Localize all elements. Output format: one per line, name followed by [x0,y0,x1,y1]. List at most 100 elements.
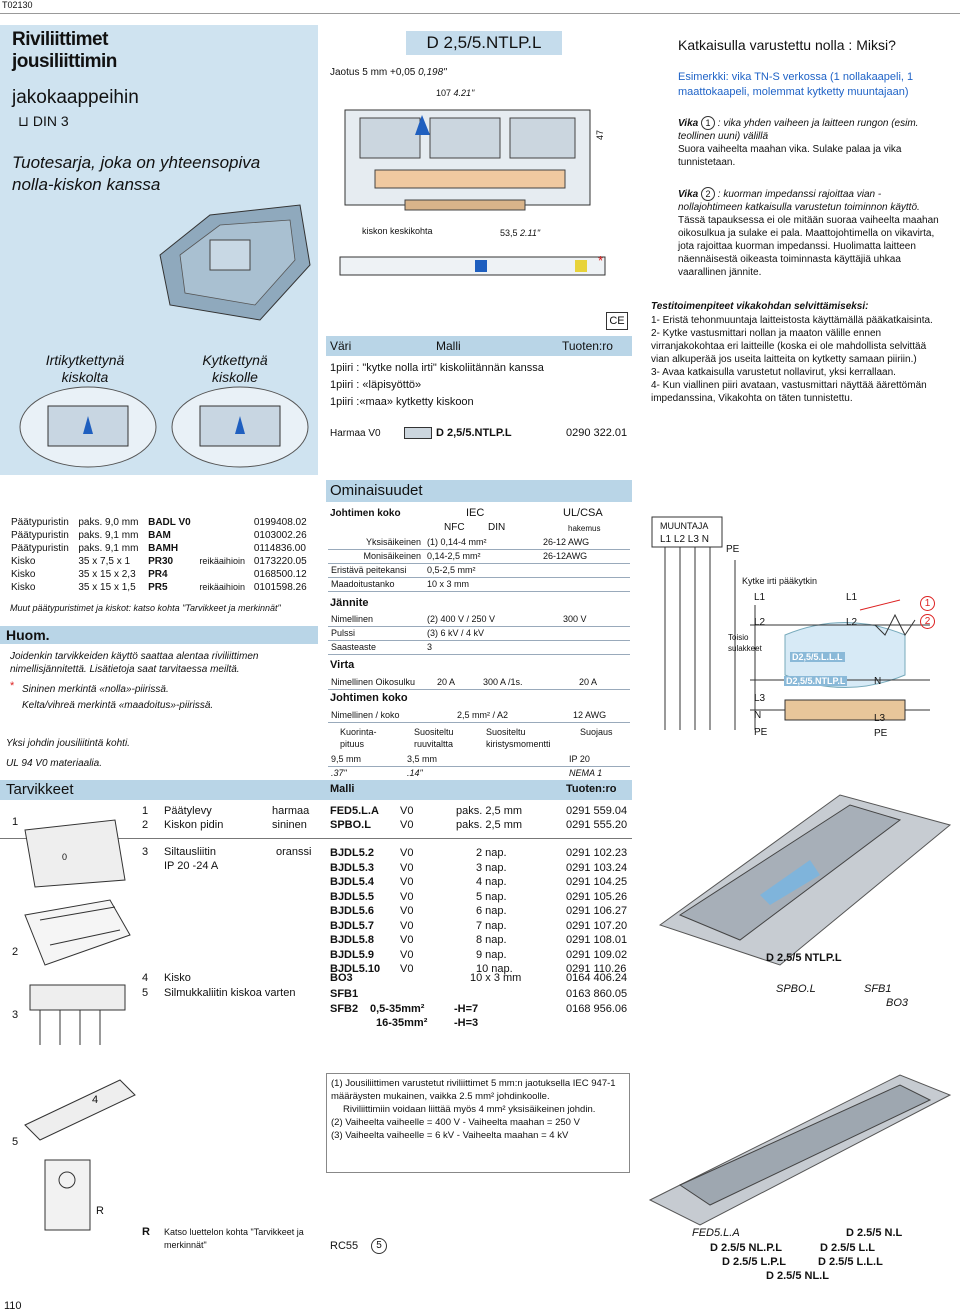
sketch-num-2: 2 [12,946,19,958]
cell: 26-12 AWG [540,536,630,550]
cell: 2 nap. [476,847,507,859]
col-code: Tuoten:ro [562,339,613,353]
cell: paks. 2,5 mm [456,805,523,817]
cell [196,516,250,529]
kisko-size: 10 x 3 mm [470,972,522,984]
cell: (2) 400 V / 250 V [424,613,560,627]
r-label: R [142,1226,150,1238]
cell: Nimellinen Oikosulku [328,676,434,690]
cell: 10 nap. [476,963,513,975]
properties-bar [326,480,632,502]
test-heading: Testitoimenpiteet vikakohdan selvittämis… [651,301,869,312]
cell: harmaa [272,805,310,817]
rail-center-label: kiskon keskikohta [362,226,433,236]
photo-label-lpl: D 2.5/5 L.P.L [722,1256,786,1268]
dim53-mm: 53,5 [500,228,518,238]
cell: Pulssi [328,626,424,641]
cell: 0,5-2,5 mm² [424,563,540,578]
end-plates-note: Muut päätypuristimet ja kiskot: katso ko… [10,603,281,613]
dim53-inch: 2.11" [520,228,541,238]
huom-bar [0,626,318,644]
cell: 7 nap. [476,919,507,932]
diagram-fuses: Toisio sulakkeet [728,633,762,653]
cell: FED5.L.A [330,805,379,817]
example-text: Esimerkki: vika TN-S verkossa (1 nollaka… [678,71,914,98]
cell: BAM [148,530,171,541]
caption-right-line-2: kiskolle [212,369,258,385]
cell: Yksisäikeinen [328,536,424,550]
cell: Saasteaste [328,640,424,655]
cell: Päätypuristin [11,530,69,541]
cell: Päätypuristin [11,543,69,554]
cell: 12 AWG [570,709,630,723]
cell: V0 [400,963,414,975]
jaotus-inch: 0,198" [418,67,447,78]
fault-2-label: Vika [678,189,699,200]
cell: 20 A [434,676,480,690]
fault-2-number: 2 [700,187,715,201]
cell: V0 [400,948,414,961]
cell: 8 nap. [476,934,507,946]
divider [0,838,632,839]
cell: 0173220.05 [253,556,307,567]
accessories-col-model: Malli [330,783,355,795]
cell: BJDL5.6 [330,905,375,917]
current-heading: Virta [330,659,355,671]
test-step-3: 3- Avaa katkaisulla varustetut nollaviru… [651,367,896,378]
cell: 0101598.26 [253,582,307,593]
cell [196,568,250,581]
diagram-pe: PE [726,544,740,555]
cell: V0 [400,890,414,903]
star-marker: * [598,253,604,268]
cell: -H=7 [454,1002,479,1015]
product-name-badge: D 2,5/5.NTLP.L [406,31,562,55]
accessories-col-code: Tuoten:ro [566,783,617,795]
detail-hooked [171,386,309,468]
cell: Suojaus [580,727,613,737]
fault-1: Vika 1 : vika yhden vaiheen ja laitteen … [678,116,946,169]
cell: Kisko [11,556,36,567]
r-model: RC55 [330,1240,359,1252]
sil-name: Siltausliitin [164,846,216,858]
product-row-model: D 2,5/5.NTLP.L [436,427,512,439]
dim47-mm: 47 [595,129,605,140]
cell: Päätylevy [164,805,212,817]
r-text: Katso luettelon kohta "Tarvikkeet ja mer… [164,1227,304,1250]
voltage-heading: Jännite [330,597,369,609]
top-dimension: 107 4.21" [436,88,474,98]
cell: BJDL5.4 [330,876,375,888]
cell: V0 [400,876,414,888]
accessories-bar [0,780,632,800]
detail-unhooked [19,386,157,468]
photo-label-nlpl: D 2.5/5 NL.P.L [710,1242,782,1254]
cell: Eristävä peitekansi [328,563,424,578]
photo-label-lll: D 2.5/5 L.L.L [818,1256,883,1268]
cell: sininen [272,819,307,831]
cell: 10 x 3 mm [424,577,540,592]
series-line-1: Tuotesarja, joka on yhteensopiva [12,153,261,172]
cell: 0291 559.04 [566,805,628,817]
cell: 2,5 mm² / A2 [454,709,570,723]
cell: 0291 108.01 [566,934,628,946]
caption-left-line-1: Irtikytkettynä [45,352,125,368]
cell: 1 [142,805,149,817]
terminal-block-illustration [159,204,311,321]
cell: (3) 6 kV / 4 kV [424,626,560,641]
cell: Kiskon pidin [164,819,224,831]
cell: 0291 103.24 [566,861,628,874]
kisko-code: 0164 406.24 [566,972,628,984]
huom-p5: UL 94 V0 materiaalia. [6,758,102,769]
cell: (1) 0,14-4 mm² [424,536,540,550]
cell: Kisko [11,582,36,593]
properties-heading: Ominaisuudet [330,482,423,499]
test-step-1: 1- Eristä tehonmuuntaja laitteistosta kä… [651,315,933,326]
dim-47: 47 [595,130,605,140]
